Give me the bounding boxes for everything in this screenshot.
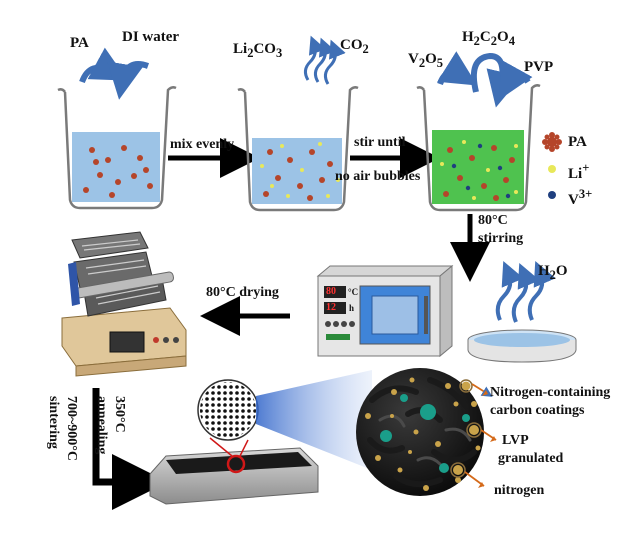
legend-li-label: Li+ — [568, 161, 590, 182]
step-heat-line2: stirring — [478, 231, 524, 246]
beaker-glass-1 — [57, 86, 177, 210]
arrow-anneal-sinter — [92, 388, 168, 510]
step-anneal-line2: annealing — [94, 396, 109, 455]
beaker-glass-2 — [237, 86, 359, 212]
reagent-pvp-label: PVP — [524, 59, 554, 75]
zoom-view — [197, 379, 259, 441]
step-mix-label: mix evenly — [170, 137, 235, 152]
time-display — [324, 302, 346, 314]
pour-arrow-v2o5 — [437, 51, 478, 86]
zoom-ring — [226, 454, 246, 474]
pour-arrow-pvp — [499, 59, 533, 100]
oven-time-unit: h — [349, 303, 355, 313]
gas-co2-label: CO2 — [340, 37, 369, 56]
lvp-teal-particles — [380, 394, 470, 473]
step-drying-label: 80°C drying — [206, 285, 279, 300]
pour-arrow-h2c2o4 — [470, 52, 522, 108]
li-particles-2 — [260, 142, 340, 198]
legend-v-label: V3+ — [568, 187, 593, 208]
coating-label-line1: Nitrogen-containing — [490, 385, 611, 400]
oven-temp-value: 80 — [326, 286, 336, 297]
pa-legend-icon — [542, 132, 562, 152]
legend-icons — [542, 132, 562, 199]
reagent-water-label: DI water — [122, 29, 180, 45]
li-particles-3 — [440, 140, 518, 200]
step-sinter-line1: 700~900°C — [64, 396, 79, 461]
beaker-glass-3 — [416, 84, 541, 212]
callout-arrowheads — [478, 390, 496, 488]
step-anneal-line1: 350°C — [112, 396, 127, 433]
oven-temp-unit: °C — [348, 287, 359, 297]
pa-particles-3 — [443, 145, 515, 201]
tube-furnace — [61, 231, 187, 377]
beaker-2 — [237, 35, 359, 212]
v-particles-3 — [451, 143, 511, 199]
beaker-1 — [57, 47, 177, 210]
lvp-gold-particles — [365, 377, 481, 491]
li-legend-icon — [548, 165, 556, 173]
lvp-label-line2: granulated — [498, 451, 564, 466]
lvp-particle — [356, 368, 484, 496]
coating-label-line2: carbon coatings — [490, 403, 585, 418]
temp-display — [324, 286, 346, 298]
step-stir-line1: stir until — [354, 135, 406, 150]
oven-time-value: 12 — [326, 302, 336, 313]
co2-gas-arrows — [303, 35, 346, 85]
vapor-arrows — [495, 260, 556, 323]
reagent-v2o5-label: V2O5 — [408, 51, 444, 70]
nitrogen-label: nitrogen — [494, 483, 545, 498]
pour-arrow-water — [107, 61, 150, 100]
crucible-tray — [149, 437, 319, 505]
reagent-li2co3-label: Li2CO3 — [233, 41, 283, 60]
magnification-beam — [256, 370, 372, 470]
lvp-label-line1: LVP — [502, 433, 529, 448]
reagent-pa-label: PA — [70, 35, 89, 51]
pa-particles-2 — [263, 149, 333, 201]
oven-buttons — [325, 321, 355, 327]
furnace-screen — [109, 331, 145, 353]
reagent-h2c2o4-label: H2C2O4 — [462, 29, 515, 48]
evaporating-dish — [467, 260, 577, 363]
drying-oven — [316, 264, 454, 358]
pa-particles-1 — [83, 145, 153, 198]
pour-arrow-pa — [79, 47, 128, 84]
oven-indicator — [326, 334, 350, 340]
legend-pa-label: PA — [568, 134, 587, 150]
beaker-3 — [416, 51, 541, 212]
vapor-h2o-label: H2O — [538, 263, 568, 282]
step-stir-line2: no air bubbles — [335, 169, 421, 184]
v-legend-icon — [548, 191, 556, 199]
step-heat-line1: 80°C — [478, 213, 508, 228]
step-sinter-line2: sintering — [46, 396, 61, 449]
